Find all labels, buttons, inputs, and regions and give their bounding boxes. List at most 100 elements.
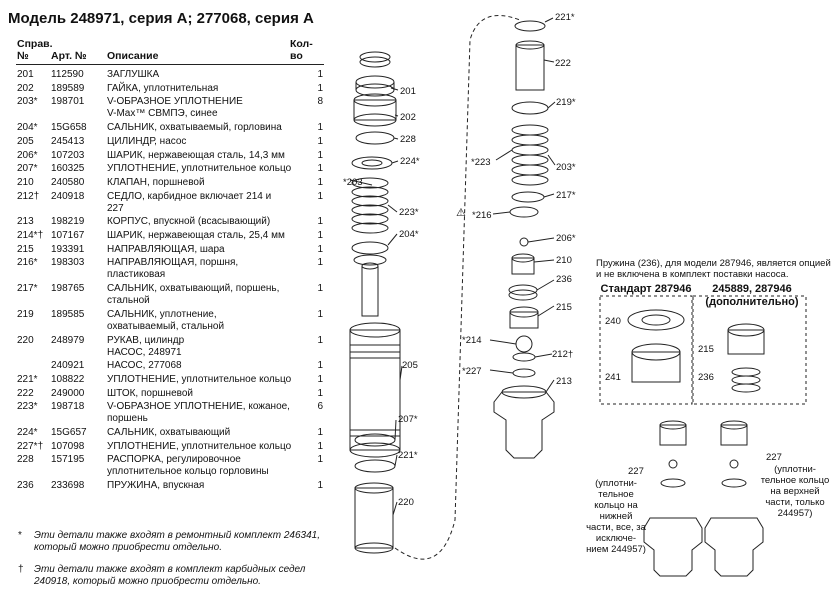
piston-valve-210 <box>511 257 535 275</box>
ref-cell: 223* <box>17 401 38 413</box>
description-cell: ПРУЖИНА, впускная <box>107 480 205 492</box>
quantity-cell: 1 <box>317 69 323 80</box>
bottom-right-ref: 227 <box>766 452 782 463</box>
ref-cell: 217* <box>17 283 38 295</box>
ref-cell: 224* <box>17 427 38 438</box>
quantity-cell: 1 <box>317 190 323 202</box>
quantity-cell: 1 <box>317 230 323 241</box>
callout-label: 221* <box>398 450 418 461</box>
description-cell: ГАЙКА, уплотнительная <box>107 82 219 94</box>
callout-label: 220 <box>398 497 414 508</box>
callout-label: *216 <box>472 210 492 221</box>
part-number-cell: 15G657 <box>51 427 87 438</box>
ball-206 <box>519 237 529 247</box>
description-cell: УПЛОТНЕНИЕ, уплотнительное кольцо <box>107 163 292 175</box>
quantity-cell: 1 <box>317 216 323 228</box>
ref-cell: 203* <box>17 96 38 108</box>
callout-label: *203 <box>343 177 363 188</box>
callout-label: 203* <box>556 162 576 173</box>
ref-cell: 220 <box>17 334 34 346</box>
gland-219 <box>511 101 549 115</box>
spring-note: Пружина (236), для модели 287946, являет… <box>596 258 831 280</box>
ref-cell: 204* <box>17 122 38 134</box>
guide-216 <box>509 206 539 218</box>
part-number-cell: 198701 <box>51 96 85 108</box>
description-cell-line2: НАСОС, 248971 <box>107 346 182 358</box>
part-number-cell: 15G658 <box>51 122 87 134</box>
description-cell: УПЛОТНЕНИЕ, уплотнительное кольцо <box>107 373 292 385</box>
box-callout-label: 241 <box>605 372 621 383</box>
ref-cell: 222 <box>17 387 34 399</box>
description-cell: ШАРИК, нержавеющая сталь, 25,4 мм <box>107 230 285 241</box>
ref-cell: 219 <box>17 308 34 320</box>
part-number-cell: 240580 <box>51 176 85 188</box>
description-cell: V-ОБРАЗНОЕ УПЛОТНЕНИЕ <box>107 96 243 108</box>
callout-label: 207* <box>398 414 418 425</box>
description-cell: СЕДЛО, карбидное включает 214 и <box>107 190 272 202</box>
quantity-cell: 1 <box>317 480 323 492</box>
callout-label: *214 <box>462 335 482 346</box>
callout-label: 223* <box>399 207 419 218</box>
ref-cell: 213 <box>17 216 34 228</box>
col-header-desc: Описание <box>107 50 159 62</box>
quantity-cell: 1 <box>317 360 323 372</box>
description-cell: КЛАПАН, поршневой <box>107 176 205 188</box>
description-cell: НАПРАВЛЯЮЩАЯ, поршня, <box>107 257 239 269</box>
description-cell-line2: V-Max™ СВМПЭ, синее <box>107 108 218 120</box>
description-cell-line2: пластиковая <box>107 269 166 281</box>
col-header-ref: Справ.№ <box>17 38 53 62</box>
quantity-cell: 1 <box>317 334 323 346</box>
description-cell: САЛЬНИК, уплотнение, <box>107 308 217 320</box>
quantity-cell: 1 <box>317 373 323 385</box>
part-number-cell: 189589 <box>51 82 85 94</box>
callout-label: 222 <box>555 58 571 69</box>
sleeve-part <box>354 487 394 549</box>
col-header-qty: Кол-во <box>290 38 313 62</box>
quantity-cell: 1 <box>317 283 323 295</box>
quantity-cell: 1 <box>317 387 323 399</box>
part-number-cell: 198765 <box>51 283 85 295</box>
part-number-cell: 248979 <box>51 334 85 346</box>
callout-label: 236 <box>556 274 572 285</box>
description-cell: УПЛОТНЕНИЕ, уплотнительное кольцо <box>107 440 292 452</box>
part-number-cell: 108822 <box>51 373 85 385</box>
callout-label: 221* <box>555 12 575 23</box>
description-cell-line2: 227 <box>107 202 124 214</box>
ball-214 <box>515 335 533 353</box>
part-number-cell: 193391 <box>51 243 85 255</box>
quantity-cell: 6 <box>317 401 323 413</box>
part-number-cell: 240921 <box>51 360 85 372</box>
spacer-part <box>355 131 395 145</box>
quantity-cell: 8 <box>317 96 323 108</box>
description-cell: ШТОК, поршневой <box>107 387 193 399</box>
quantity-cell: 1 <box>317 257 323 269</box>
part-number-cell: 198303 <box>51 257 85 269</box>
part-number-cell: 198219 <box>51 216 85 228</box>
quantity-cell: 1 <box>317 163 323 175</box>
ref-cell: 236 <box>17 480 34 492</box>
description-cell: ЗАГЛУШКА <box>107 69 160 80</box>
box-standard <box>599 295 693 405</box>
footnote-dagger: †Эти детали также входят в комплект карб… <box>18 564 306 587</box>
ref-cell: 206* <box>17 149 38 161</box>
part-number-cell: 157195 <box>51 454 85 466</box>
ref-cell: 212† <box>17 190 40 202</box>
part-number-cell: 189585 <box>51 308 85 320</box>
callout-label: 228 <box>400 134 416 145</box>
callout-label: 212† <box>552 349 574 360</box>
part-number-cell: 160325 <box>51 163 85 175</box>
